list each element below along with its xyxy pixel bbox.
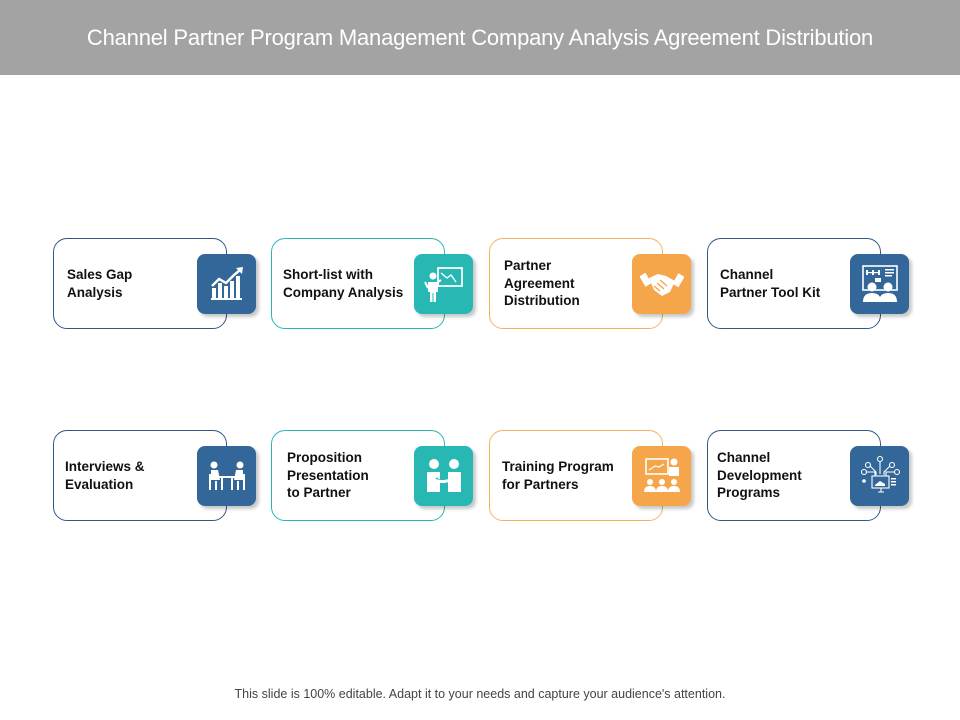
network-computer-icon <box>850 446 909 506</box>
header-bar: Channel Partner Program Management Compa… <box>0 0 960 75</box>
card-training-program: Training Program for Partners <box>489 430 663 521</box>
card-label: Partner Agreement Distribution <box>504 258 580 309</box>
card-label: Sales Gap Analysis <box>67 267 133 300</box>
handshake-icon <box>632 254 691 314</box>
growth-chart-icon <box>197 254 256 314</box>
card-label: Short-list with Company Analysis <box>283 267 404 300</box>
team-planning-board-icon <box>850 254 909 314</box>
card-label: Training Program for Partners <box>502 459 614 492</box>
interview-table-icon <box>197 446 256 506</box>
training-class-icon <box>632 446 691 506</box>
footer-note: This slide is 100% editable. Adapt it to… <box>234 687 726 701</box>
page-title: Channel Partner Program Management Compa… <box>86 24 874 50</box>
presenter-board-icon <box>414 254 473 314</box>
card-label: Channel Partner Tool Kit <box>720 267 821 300</box>
card-label: Interviews & Evaluation <box>65 459 145 492</box>
card-label: Channel Development Programs <box>717 450 802 501</box>
card-label: Proposition Presentation to Partner <box>287 450 369 501</box>
people-handshake-icon <box>414 446 473 506</box>
